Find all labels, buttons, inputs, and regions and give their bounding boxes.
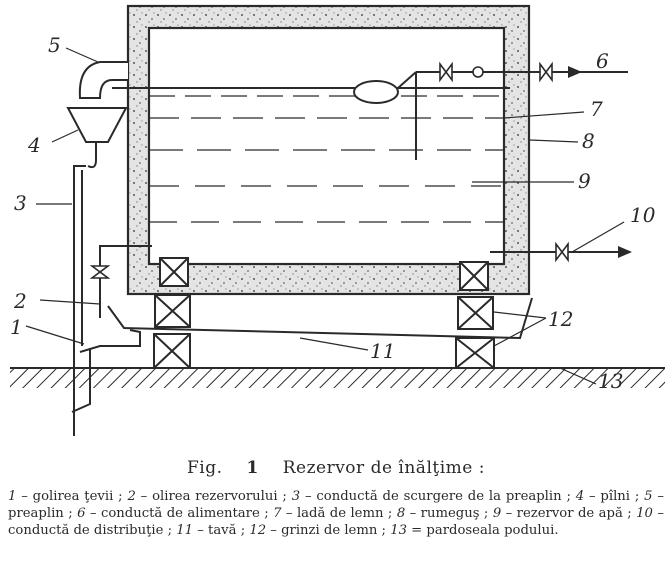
label-9: 9 — [578, 169, 591, 193]
label-12: 12 — [548, 307, 573, 331]
legend-item: 3 – conductă de scurgere de la preaplin … — [291, 489, 576, 504]
legend-item: 4 – pîlni ; — [575, 489, 645, 504]
tank-drain — [89, 245, 152, 318]
legend-item: 6 – conductă de alimentare ; — [77, 505, 274, 521]
caption-prefix: Fig. — [187, 458, 223, 478]
leader-lines — [25, 47, 625, 385]
label-5: 5 — [48, 33, 61, 57]
legend-item: 10 – conductă de distribuţie ; — [8, 505, 664, 538]
label-11: 11 — [370, 339, 395, 363]
label-4: 4 — [27, 133, 41, 157]
drain-pipe — [73, 165, 86, 436]
legend-item: 12 – grinzi de lemn ; — [249, 522, 391, 538]
label-7: 7 — [590, 97, 603, 121]
tray — [79, 297, 533, 353]
floor — [10, 367, 665, 388]
legend-item: 1 – golirea ţevii ; — [8, 489, 128, 504]
water-tank — [149, 95, 504, 223]
label-6: 6 — [596, 49, 609, 73]
label-2: 2 — [13, 289, 27, 313]
legend-item: 7 – ladă de lemn ; — [273, 505, 397, 521]
overflow-pipe — [78, 61, 510, 99]
wooden-beams — [153, 257, 495, 369]
caption-title: Rezervor de înălţime : — [282, 458, 485, 478]
legend-item: 13 = pardoseala podului. — [390, 522, 559, 538]
label-10: 10 — [630, 203, 656, 227]
legend-item: 2 – olirea rezervorului ; — [127, 489, 292, 504]
legend-item: 8 – rumeguş ; — [396, 505, 493, 521]
figure-legend: 1 – golirea ţevii ; 2 – olirea rezervoru… — [8, 489, 664, 539]
figure-caption: Fig. 1 Rezervor de înălţime : — [0, 458, 672, 478]
label-1: 1 — [10, 315, 23, 339]
label-13: 13 — [598, 369, 623, 393]
label-8: 8 — [582, 129, 595, 153]
legend-item: 9 – rezervor de apă ; — [492, 505, 637, 521]
pipe-drain — [71, 348, 91, 413]
legend-item: 11 – tavă ; — [176, 522, 250, 538]
caption-number: 1 — [246, 458, 259, 478]
legend-item: 5 – preaplin ; — [8, 489, 664, 521]
distribution-pipe — [490, 241, 632, 263]
label-3: 3 — [14, 191, 27, 215]
float-valve — [353, 71, 417, 160]
funnel — [66, 107, 128, 169]
supply-pipe — [416, 61, 628, 83]
